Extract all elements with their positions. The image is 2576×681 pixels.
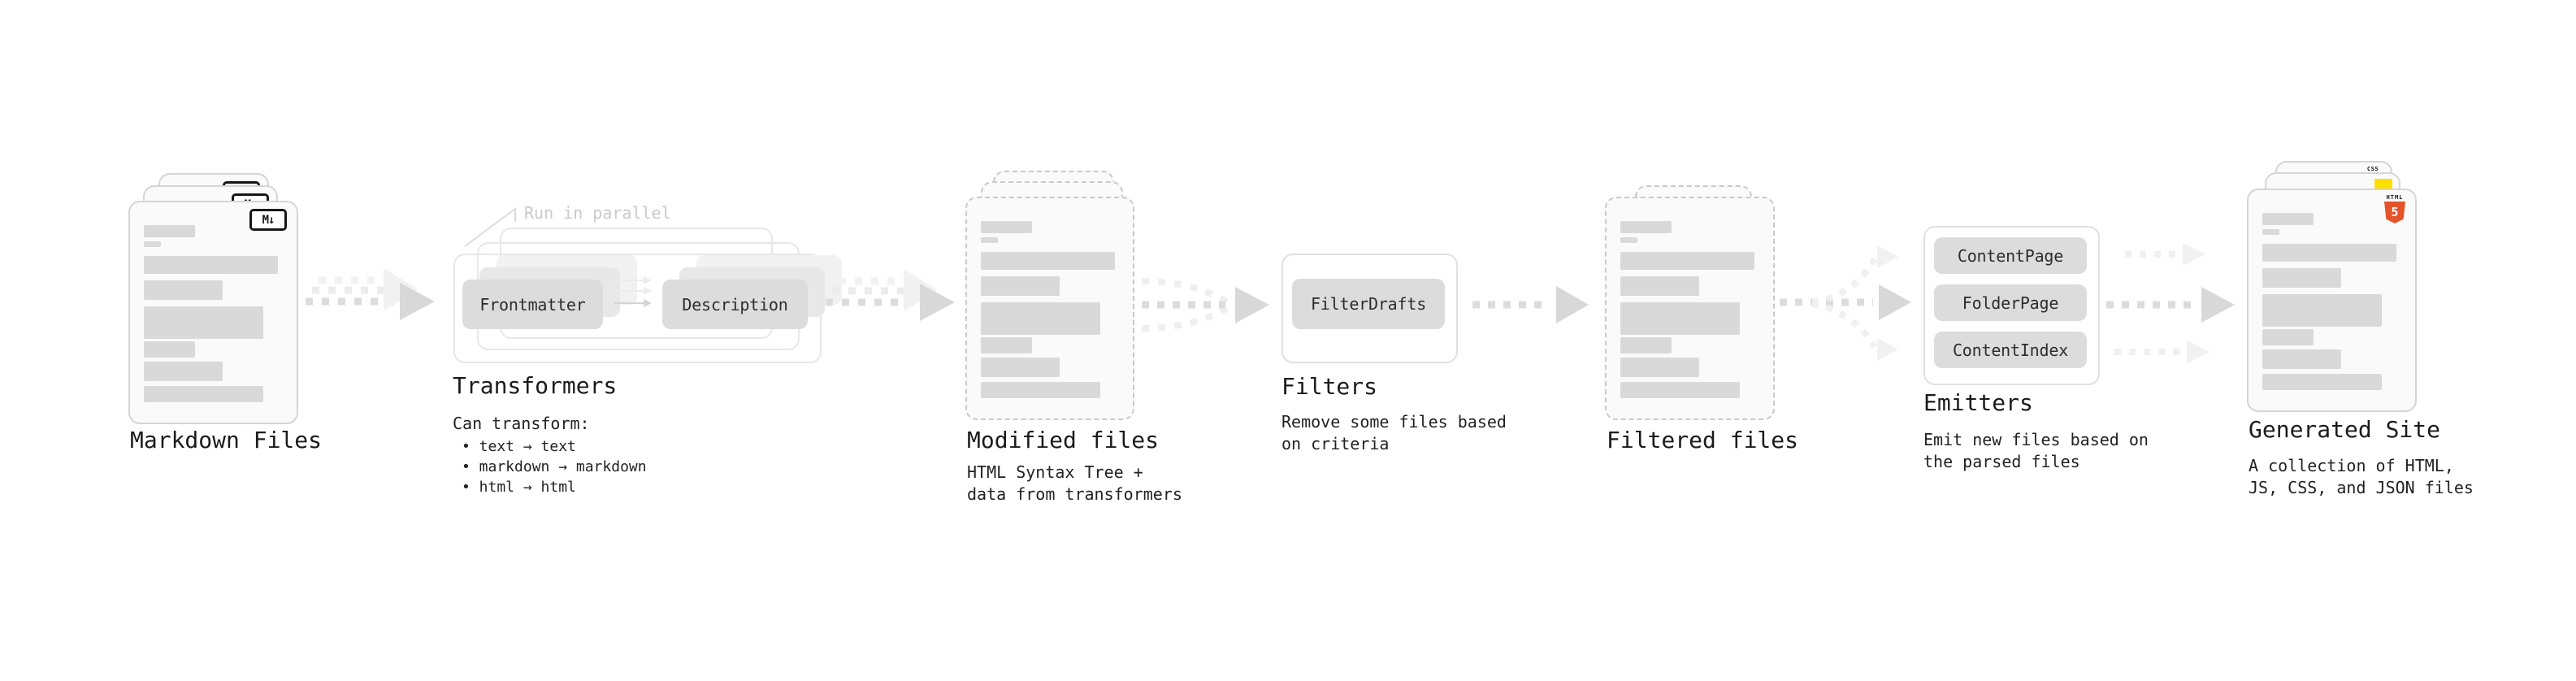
- markdown-icon: M↓: [249, 209, 287, 231]
- doc-content-placeholder: [967, 198, 1133, 419]
- filters-frame: [1281, 254, 1458, 363]
- emitter-node-contentpage: ContentPage: [1934, 237, 2087, 274]
- caption-line: JS, CSS, and JSON files: [2249, 478, 2474, 497]
- markdown-files-label: Markdown Files: [130, 427, 323, 453]
- transformer-node-frontmatter: Frontmatter: [462, 280, 603, 329]
- bullet-item: • text → text: [462, 438, 576, 455]
- emitters-caption: Emit new files based on the parsed files: [1923, 429, 2149, 473]
- doc-content-placeholder: [1607, 198, 1773, 419]
- modified-files-label: Modified files: [967, 427, 1160, 453]
- generated-site-stack: CSS HTML 5: [2247, 161, 2417, 412]
- emitter-node-folderpage: FolderPage: [1934, 284, 2087, 321]
- modified-files-stack: [965, 171, 1134, 420]
- markdown-file-card-front: M↓: [128, 201, 298, 424]
- parallel-step-arrows: [614, 276, 652, 307]
- fanout-arrow-filtered-to-emitters: [1780, 245, 1911, 361]
- modified-file-card-front: [965, 197, 1134, 420]
- run-in-parallel-note: Run in parallel: [524, 203, 671, 223]
- flow-arrow-filters-to-filtered: [1472, 286, 1589, 323]
- filtered-files-label: Filtered files: [1607, 427, 1799, 453]
- note-leader-line: [464, 207, 516, 247]
- filtered-file-card-front: [1605, 197, 1775, 420]
- filtered-files-stack: [1605, 185, 1775, 421]
- caption-line: the parsed files: [1923, 452, 2080, 471]
- flow-arrows-emitters-to-site: [2106, 243, 2235, 363]
- bullet-item: • html → html: [462, 479, 576, 496]
- markdown-files-stack: M↓ M↓ M↓: [128, 173, 298, 424]
- doc-content-placeholder: [2249, 190, 2415, 410]
- caption-line: data from transformers: [967, 484, 1182, 504]
- generated-site-label: Generated Site: [2249, 416, 2441, 443]
- html5-icon: HTML 5: [2384, 194, 2405, 223]
- filters-heading: Filters: [1281, 373, 1378, 400]
- transformers-bullet-list: • text → text • markdown → markdown • ht…: [462, 436, 647, 497]
- site-file-card-html: HTML 5: [2247, 189, 2417, 412]
- caption-line: A collection of HTML,: [2249, 456, 2454, 475]
- modified-files-caption: HTML Syntax Tree + data from transformer…: [967, 462, 1182, 505]
- filters-caption: Remove some files based on criteria: [1281, 411, 1507, 455]
- caption-line: Emit new files based on: [1923, 430, 2149, 449]
- bullet-item: • markdown → markdown: [462, 458, 647, 475]
- caption-line: on criteria: [1281, 434, 1390, 453]
- doc-content-placeholder: [130, 202, 297, 423]
- generated-site-caption: A collection of HTML, JS, CSS, and JSON …: [2249, 455, 2474, 499]
- flow-arrow-transformers-to-modified: [826, 269, 955, 321]
- transformer-node-description: Description: [662, 280, 808, 329]
- transformers-caption: Can transform:: [453, 414, 590, 433]
- flow-arrow-markdown-to-transformers: [306, 268, 435, 320]
- js-icon: [2374, 179, 2392, 189]
- emitters-frame: [1923, 226, 2100, 385]
- transformers-heading: Transformers: [453, 372, 618, 399]
- emitters-heading: Emitters: [1923, 389, 2033, 416]
- caption-line: HTML Syntax Tree +: [967, 462, 1143, 482]
- caption-line: Remove some files based: [1281, 412, 1507, 432]
- emitter-node-contentindex: ContentIndex: [1934, 332, 2087, 368]
- filter-node-filterdrafts: FilterDrafts: [1292, 279, 1445, 329]
- merge-arrow-modified-to-filters: [1141, 278, 1269, 332]
